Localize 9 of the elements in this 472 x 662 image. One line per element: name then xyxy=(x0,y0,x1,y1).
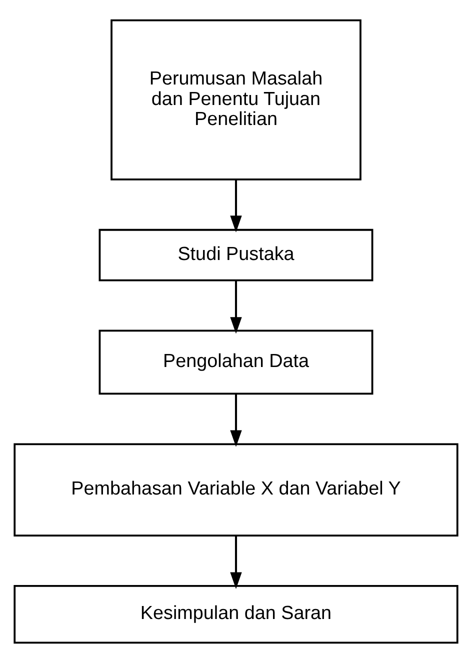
node-box: Pengolahan Data xyxy=(98,329,374,394)
node-box: Studi Pustaka xyxy=(98,228,374,281)
arrow xyxy=(230,393,242,446)
node-box: Pembahasan Variable X dan Variabel Y xyxy=(14,442,458,536)
node-box: Kesimpulan dan Saran xyxy=(14,584,458,644)
arrow xyxy=(230,535,242,589)
arrow xyxy=(230,179,242,232)
node-box: Perumusan Masalah dan Penentu Tujuan Penelitian xyxy=(110,18,362,180)
arrow xyxy=(230,280,242,334)
